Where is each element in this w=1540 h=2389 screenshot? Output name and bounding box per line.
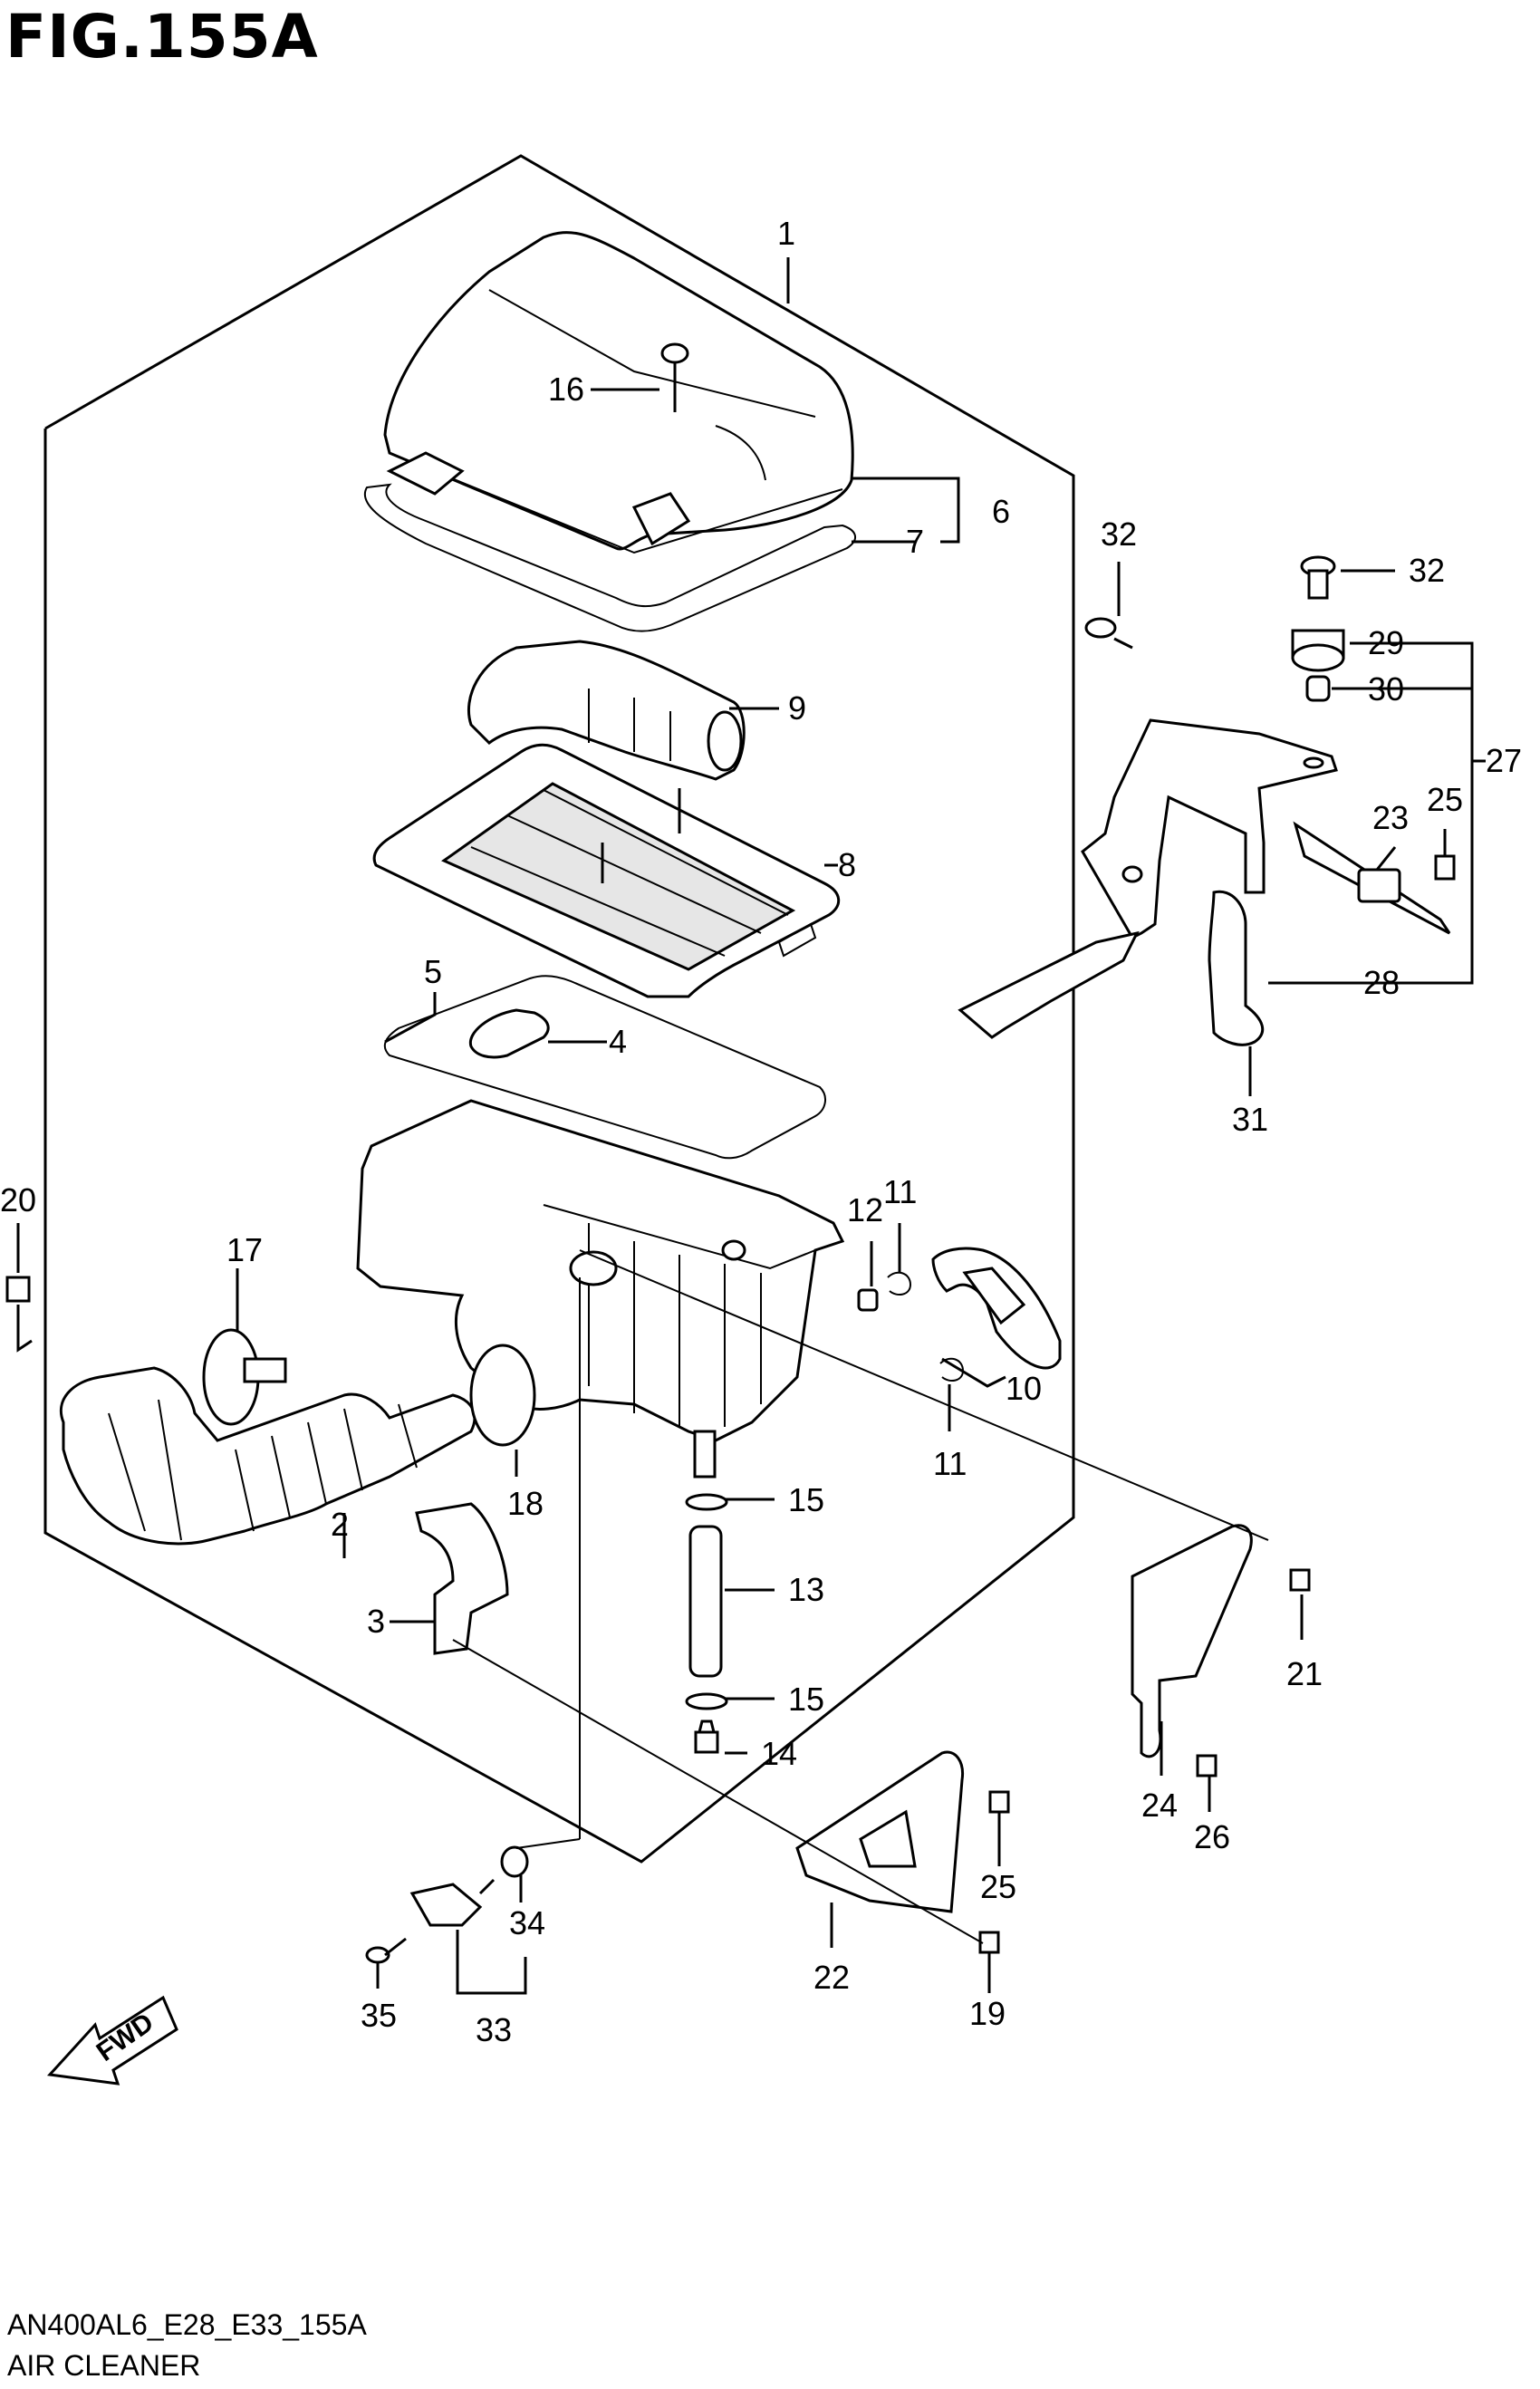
callout-26: 26 [1194,1818,1230,1855]
figure-title: FIG.155A [5,2,319,72]
seal-4[interactable] [468,1008,550,1059]
callout-23: 23 [1372,799,1409,836]
bolt-32-upper[interactable] [1300,555,1336,600]
joint-12[interactable] [857,1288,879,1312]
bracket-24[interactable] [1131,1524,1253,1758]
callout-10: 10 [1006,1370,1042,1407]
clip-15-lower[interactable] [685,1692,728,1710]
callout-30: 30 [1368,670,1404,708]
diagram-name: AIR CLEANER [7,2349,201,2382]
callout-15-lower: 15 [788,1681,824,1718]
drain-hose-13[interactable] [688,1525,723,1678]
bolt-21[interactable] [1289,1568,1311,1592]
screw-35[interactable] [365,1937,407,1964]
connecting-hose-2[interactable] [59,1366,476,1546]
plug-14[interactable] [694,1720,719,1754]
o-ring-34[interactable] [500,1845,529,1878]
fwd-arrow-icon [46,1995,178,2086]
callout-25-upper: 25 [1427,781,1463,818]
callout-6: 6 [992,493,1010,530]
callout-9: 9 [788,689,806,727]
bolt-25-lower[interactable] [988,1790,1010,1814]
callout-3: 3 [367,1603,385,1640]
bolt-20[interactable] [5,1276,31,1303]
callout-20: 20 [0,1181,36,1219]
bracket-22-cutout [859,1809,917,1868]
filter-element[interactable] [372,743,841,998]
clamp-18[interactable] [469,1344,536,1447]
clip-11-upper[interactable] [887,1271,912,1296]
leader-lines [16,257,1486,1995]
bolt-32-left[interactable] [1084,617,1133,650]
callout-32-right: 32 [1409,552,1445,589]
clip-15-upper[interactable] [685,1493,728,1511]
callout-34: 34 [509,1904,545,1941]
case-gasket[interactable] [383,975,826,1160]
bolt-26[interactable] [1196,1754,1218,1777]
bracket-27[interactable] [958,718,1338,1039]
callout-2: 2 [331,1506,349,1543]
collar-30[interactable] [1305,675,1331,702]
callout-19: 19 [969,1995,1006,2032]
bolt-25-upper[interactable] [1434,854,1456,881]
diagram-code: AN400AL6_E28_E33_155A [7,2308,367,2341]
callout-11-upper: 11 [883,1173,917,1210]
bracket-plate-23[interactable] [1293,821,1451,935]
callout-13: 13 [788,1571,824,1608]
callout-22: 22 [813,1959,850,1996]
callout-4: 4 [609,1023,627,1060]
callout-33: 33 [476,2011,512,2048]
callout-1: 1 [777,215,795,252]
callout-16: 16 [548,371,584,408]
holder-3[interactable] [415,1502,509,1655]
callout-27: 27 [1486,742,1522,779]
clamp-17[interactable] [202,1328,287,1426]
callout-7: 7 [906,523,924,560]
plate-31[interactable] [1208,890,1265,1046]
cushion-29[interactable] [1291,629,1345,672]
inlet-duct[interactable] [467,640,746,781]
callout-5: 5 [424,953,442,990]
callout-25-lower: 25 [980,1868,1016,1905]
callout-15-upper: 15 [788,1481,824,1518]
cover-gasket[interactable] [363,483,856,632]
assembly-outline [43,154,1075,1864]
breather-pipe[interactable] [962,1267,1026,1325]
screw-16[interactable] [660,342,689,412]
callout-11-lower: 11 [933,1445,967,1482]
callout-32-left: 32 [1101,515,1137,553]
callout-18: 18 [507,1485,544,1522]
callout-24: 24 [1141,1787,1178,1824]
callout-12: 12 [847,1191,883,1228]
air-cleaner-case[interactable] [356,1099,845,1479]
callout-14: 14 [761,1735,797,1772]
callout-31: 31 [1232,1101,1268,1138]
callout-29: 29 [1368,624,1404,661]
callout-28: 28 [1363,964,1400,1001]
callout-35: 35 [361,1997,397,2034]
callout-21: 21 [1286,1655,1323,1692]
air-cleaner-cover[interactable] [383,231,854,554]
sensor-33[interactable] [409,1878,496,1927]
callout-17: 17 [226,1231,263,1268]
callout-8: 8 [838,846,856,883]
